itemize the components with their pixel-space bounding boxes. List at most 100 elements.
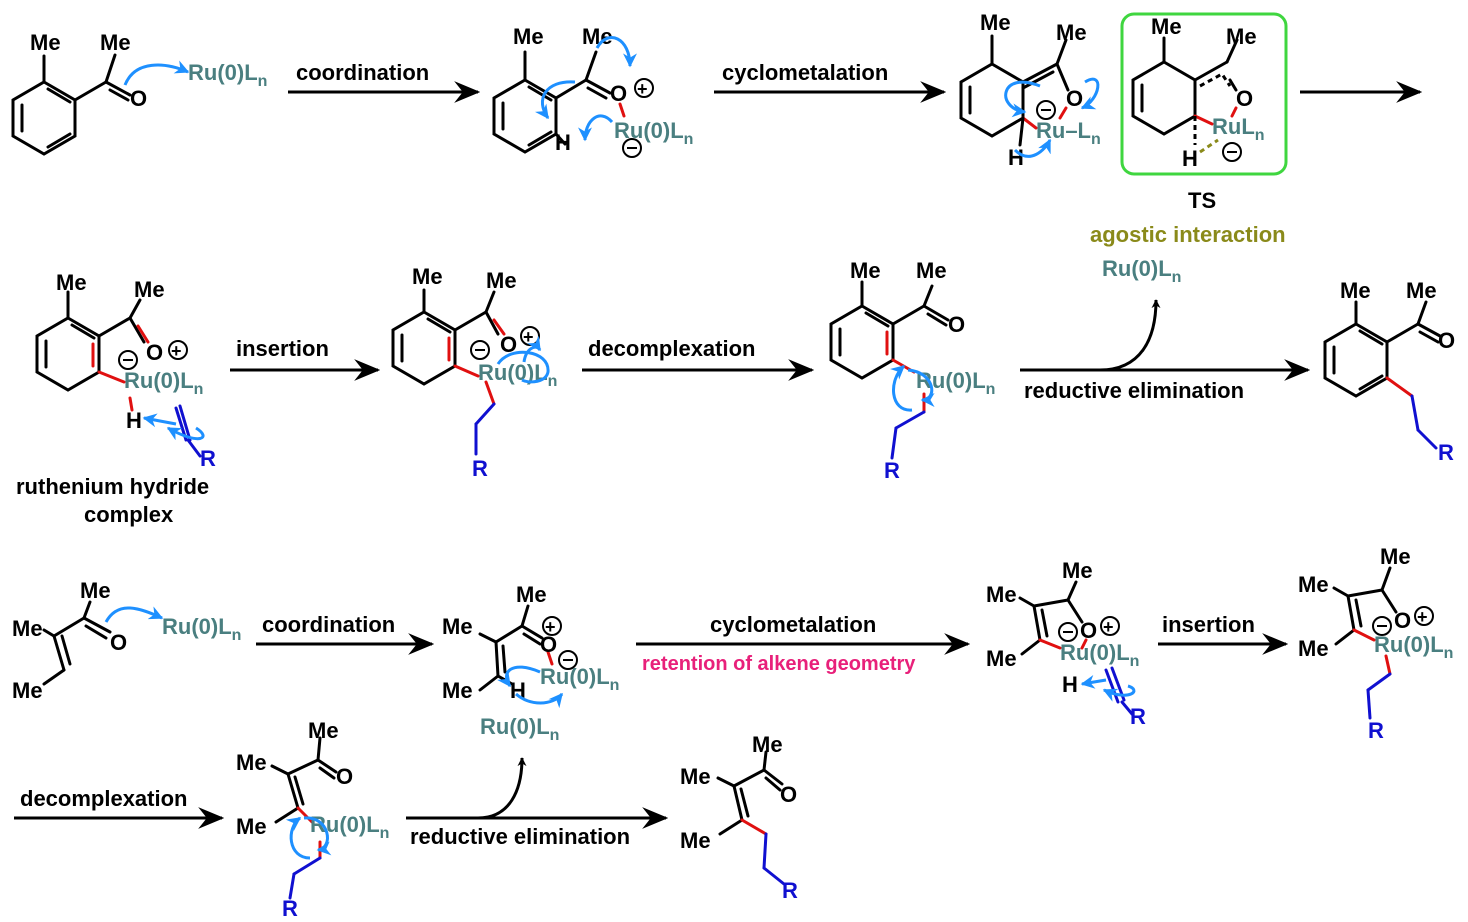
step-label-reductive-elimination-2: reductive elimination — [410, 824, 630, 849]
molecule-alkylated-product: Me Me O R — [1323, 278, 1455, 465]
svg-text:+: + — [545, 617, 556, 637]
ts-highlight-box — [1120, 12, 1288, 176]
oxygen-label: O — [130, 86, 147, 111]
curly-arrow — [166, 426, 205, 441]
molecule-oxaruthenacycle: Me Me Me O + Ru(0)Ln H R — [986, 558, 1146, 729]
molecule-insertion-product: Me Me O + Ru(0)Ln R — [391, 264, 557, 481]
ru-catalyst-label: Ru(0)Ln — [162, 614, 241, 644]
catalyst-release-arrow — [477, 757, 527, 820]
ru-label: Ru(0)Ln — [310, 812, 389, 842]
curly-arrow — [142, 413, 177, 428]
oxygen-label: O — [610, 81, 627, 106]
curly-arrow — [534, 80, 576, 120]
me-label: Me — [916, 258, 947, 283]
me-label: Me — [1380, 544, 1411, 569]
step-label-cyclometalation: cyclometalation — [722, 60, 888, 85]
me-label: Me — [850, 258, 881, 283]
step-label-reductive-elimination: reductive elimination — [1024, 378, 1244, 403]
me-label: Me — [236, 814, 267, 839]
r-group-label: R — [1130, 704, 1146, 729]
curly-arrow — [907, 368, 935, 407]
r-group-label: R — [282, 896, 298, 921]
released-catalyst-label: Ru(0)Ln — [480, 714, 559, 744]
r-group-label: R — [200, 446, 216, 471]
r-group-label: R — [472, 456, 488, 481]
oxygen-label: O — [336, 764, 353, 789]
oxygen-label: O — [1080, 618, 1097, 643]
step-label-cyclometalation-2: cyclometalation — [710, 612, 876, 637]
curly-arrow — [1004, 80, 1041, 118]
ru-label: Ru(0)Ln — [540, 664, 619, 694]
molecule-alkyl-oxaruthenacycle: Me Me Me O + Ru(0)Ln R — [1298, 544, 1453, 743]
r-group-label: R — [1368, 718, 1384, 743]
r-group-label: R — [782, 878, 798, 903]
ru-label: Ru–Ln — [1036, 118, 1101, 148]
molecule-cyclometalation-intermediate: Me Me O H Ru–Ln — [959, 10, 1101, 170]
me-label: Me — [56, 270, 87, 295]
molecule-2-methylacetophenone: Me Me O Ru(0)Ln — [11, 30, 267, 156]
hydrogen-label: H — [1182, 146, 1198, 171]
curly-arrow — [578, 114, 614, 142]
step-label-decomplexation-2: decomplexation — [20, 786, 187, 811]
me-label: Me — [412, 264, 443, 289]
ru-label: Ru(0)Ln — [1374, 632, 1453, 662]
ru-catalyst-label: Ru(0)Ln — [188, 60, 267, 90]
me-label: Me — [80, 578, 111, 603]
agostic-interaction-label: agostic interaction — [1090, 222, 1286, 247]
released-catalyst-label: Ru(0)Ln — [1102, 256, 1181, 286]
svg-text:+: + — [523, 327, 534, 347]
me-label: Me — [680, 828, 711, 853]
molecule-enone: Me Me Me O Ru(0)Ln — [12, 578, 241, 703]
me-label: Me — [752, 732, 783, 757]
svg-text:+: + — [637, 79, 648, 99]
me-label: Me — [513, 24, 544, 49]
retention-of-alkene-geometry-label: retention of alkene geometry — [642, 653, 916, 675]
step-label-insertion-2: insertion — [1162, 612, 1255, 637]
oxygen-label: O — [1236, 86, 1253, 111]
me-label: Me — [30, 30, 61, 55]
curly-arrow — [595, 36, 637, 68]
ts-label: TS — [1188, 188, 1216, 213]
curly-arrow — [496, 665, 541, 688]
curly-arrow — [515, 692, 564, 709]
ru-label: Ru(0)Ln — [1060, 640, 1139, 670]
oxygen-label: O — [780, 782, 797, 807]
oxygen-label: O — [146, 340, 163, 365]
molecule-coordination-complex: Me Me O + H Ru(0)Ln — [492, 24, 693, 158]
r-group-label: R — [1438, 440, 1454, 465]
me-label: Me — [1298, 636, 1329, 661]
ruthenium-hydride-label-line1: ruthenium hydride — [16, 474, 209, 499]
oxygen-label: O — [948, 312, 965, 337]
molecule-alkylated-enone: Me Me Me O R — [680, 732, 798, 903]
curly-arrow — [1102, 684, 1136, 702]
me-label: Me — [12, 678, 43, 703]
r-group-label: R — [884, 458, 900, 483]
me-label: Me — [680, 764, 711, 789]
svg-text:+: + — [171, 341, 182, 361]
curly-arrow — [522, 335, 542, 363]
molecule-ruthenium-hydride-complex: Me Me O + Ru(0)Ln H R — [35, 270, 216, 471]
hydrogen-label: H — [126, 408, 142, 433]
oxygen-label: O — [1438, 328, 1455, 353]
hydrogen-label: H — [1062, 672, 1078, 697]
me-label: Me — [134, 277, 165, 302]
curly-arrow — [1080, 77, 1100, 110]
me-label: Me — [442, 614, 473, 639]
me-label: Me — [1340, 278, 1371, 303]
curly-arrow — [123, 60, 190, 86]
oxygen-label: O — [500, 332, 517, 357]
curly-arrow — [496, 350, 550, 384]
me-label: Me — [236, 750, 267, 775]
curly-arrow — [303, 816, 332, 856]
svg-text:+: + — [1417, 607, 1428, 627]
oxygen-label: O — [1066, 86, 1083, 111]
molecule-decomplexation-product: Me Me O Ru(0)Ln R — [829, 258, 995, 483]
me-label: Me — [1226, 24, 1257, 49]
ru-label: RuLn — [1212, 114, 1265, 144]
step-label-coordination-2: coordination — [262, 612, 395, 637]
oxygen-label: O — [1394, 608, 1411, 633]
ruthenium-hydride-label-line2: complex — [84, 502, 174, 527]
curly-arrow — [285, 816, 311, 860]
step-label-insertion: insertion — [236, 336, 329, 361]
